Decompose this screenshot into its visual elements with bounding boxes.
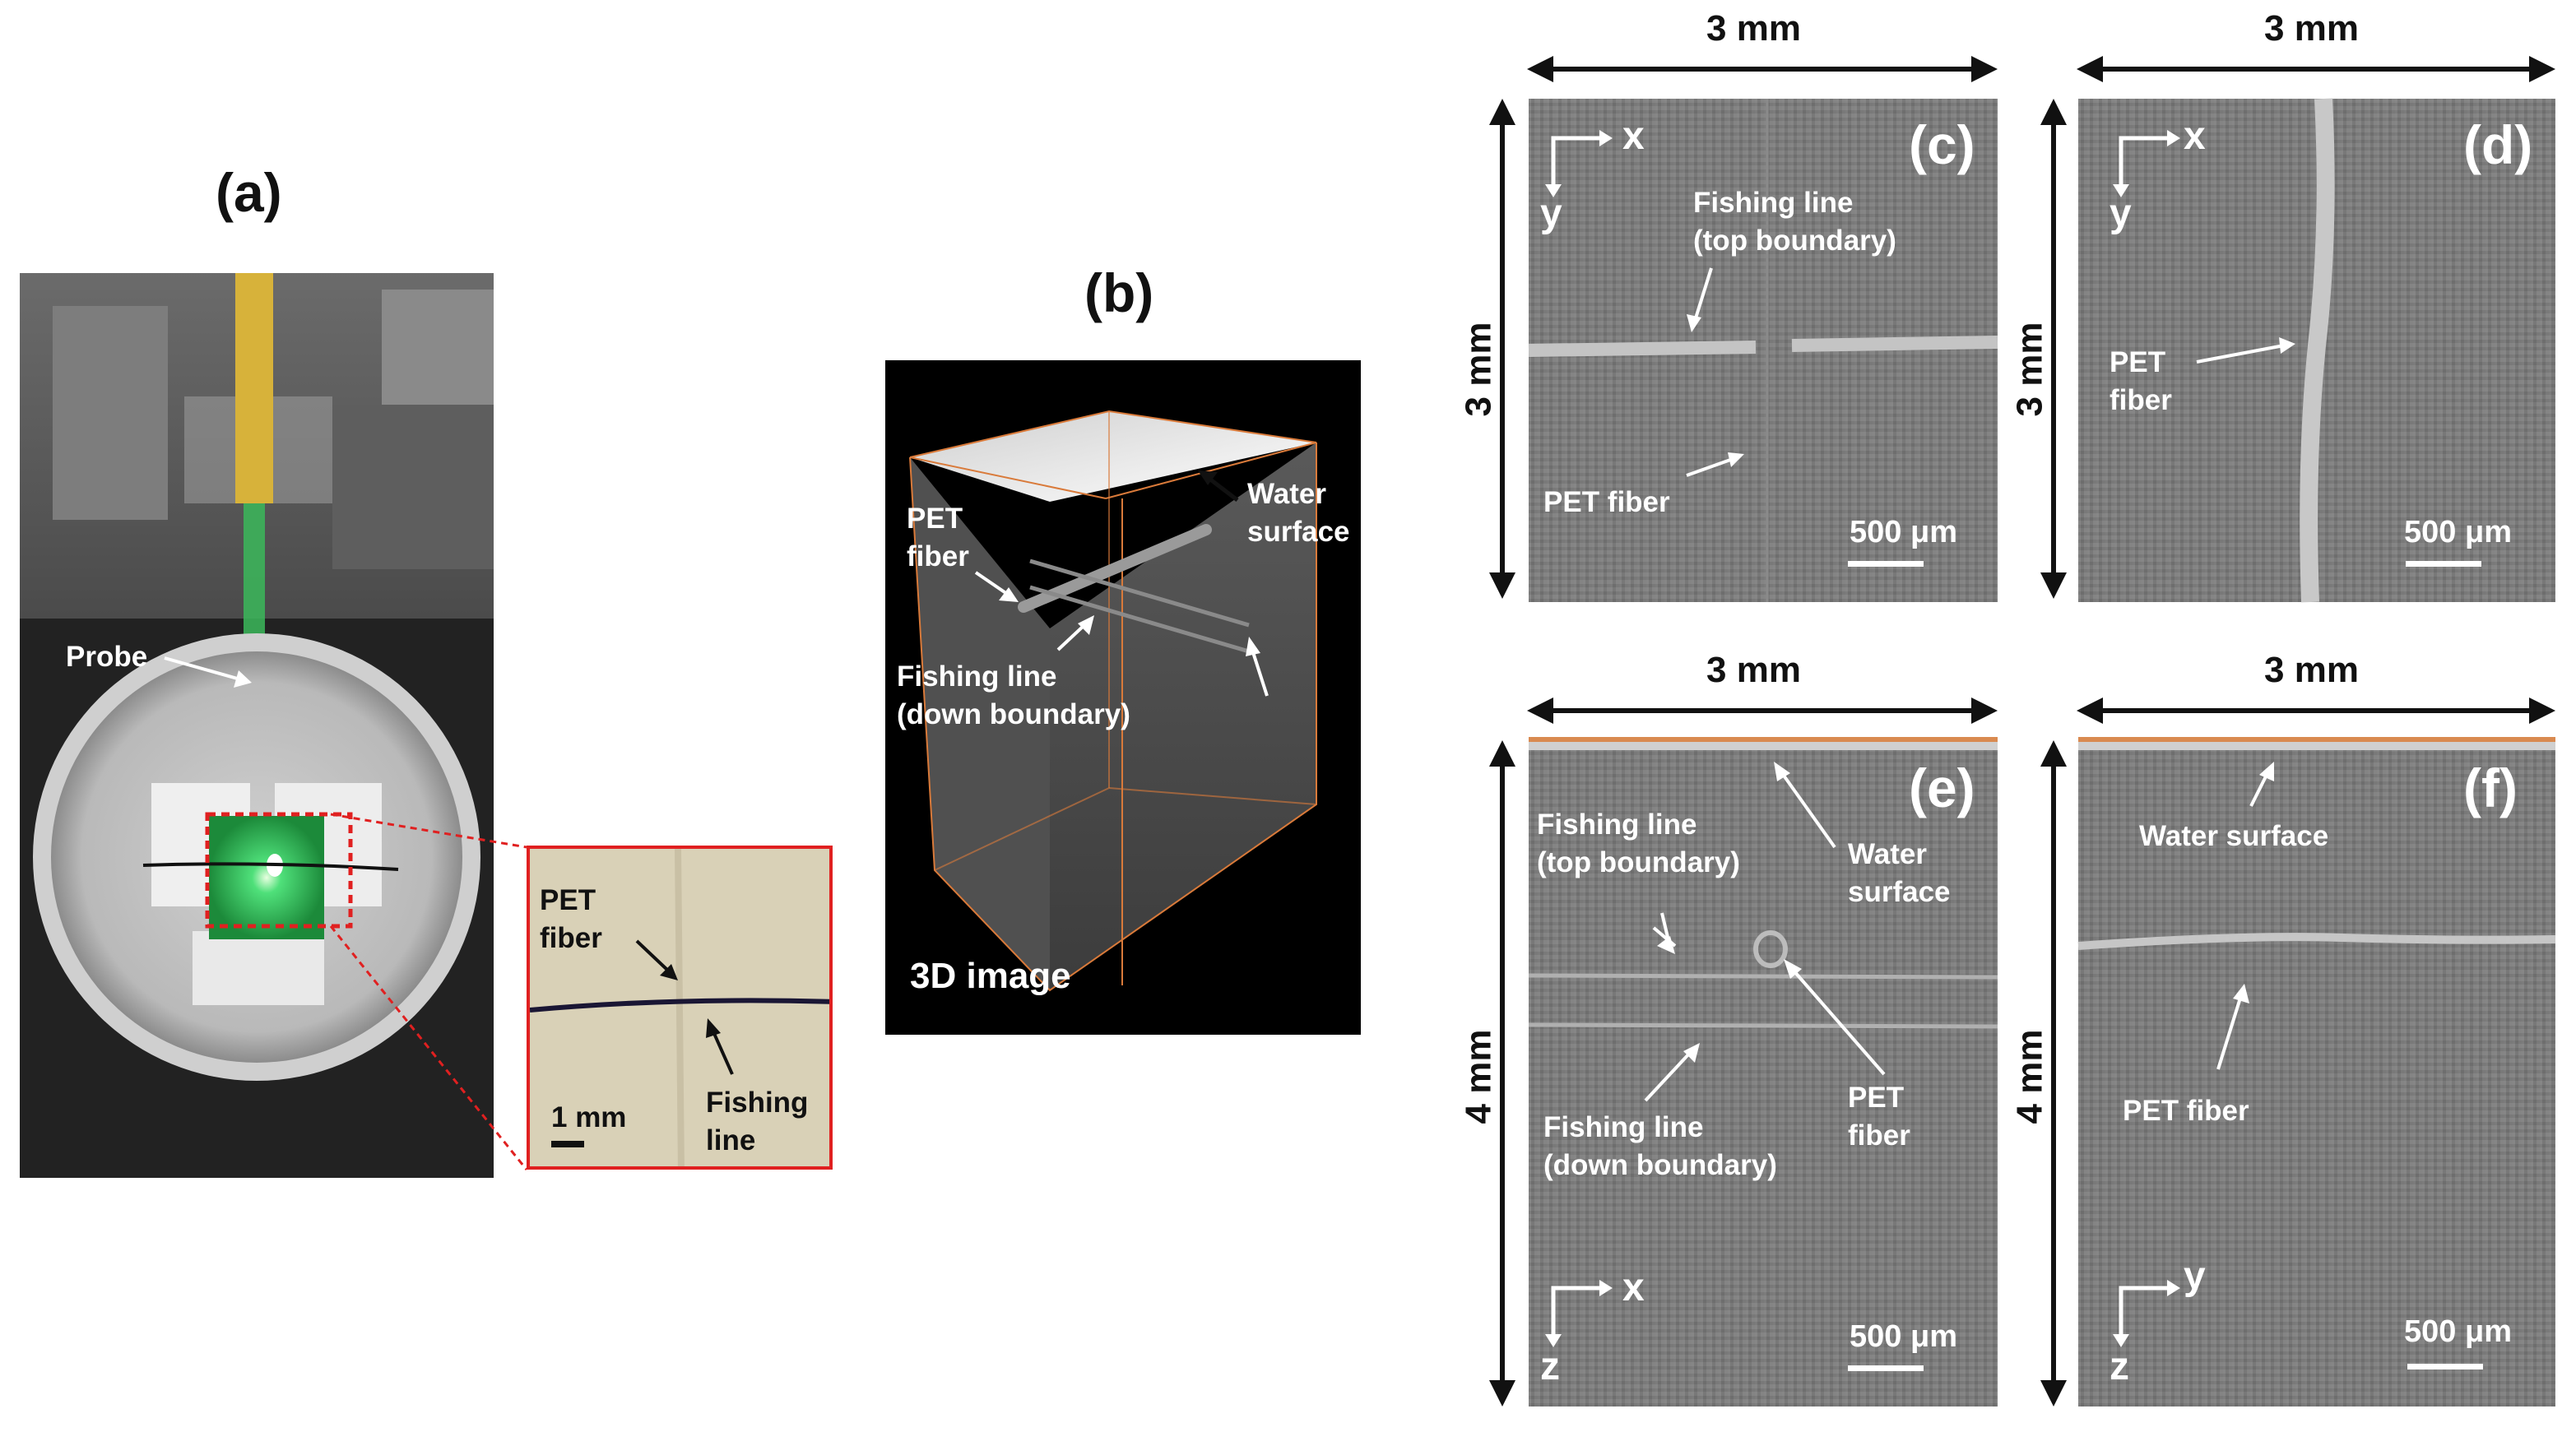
e-axis-h: x [1622, 1266, 1645, 1309]
photo-setup-drawing [20, 273, 494, 1178]
e-width-dim: 3 mm [1706, 650, 1801, 690]
c-panel-label: (c) [1909, 114, 1975, 175]
b-image-label: 3D image [910, 956, 1071, 996]
c-fiber-label: PET fiber [1543, 486, 1670, 518]
c-axis-v: y [1540, 192, 1562, 235]
d-fiber-label: PET fiber [2110, 346, 2172, 416]
f-scale-label: 500 μm [2404, 1314, 2512, 1349]
oct-e-drawing [1528, 737, 1998, 1371]
inset-line-label: Fishing line [706, 1087, 809, 1156]
inset-fiber-label: PET fiber [540, 884, 602, 954]
oct-panel-e [1528, 737, 1998, 1407]
c-width-dim: 3 mm [1706, 8, 1801, 49]
b-fiber-label: PET fiber [907, 503, 969, 572]
volume-render [885, 360, 1361, 1035]
d-width-dim: 3 mm [2264, 8, 2359, 49]
d-axis-h: x [2184, 114, 2206, 158]
e-top-label: Fishing line (top boundary) [1537, 809, 1740, 878]
oct-panel-f [2077, 737, 2556, 1407]
oct-f-drawing [2077, 737, 2556, 1369]
b-water-label: Water surface [1247, 478, 1350, 548]
d-axis-v: y [2110, 192, 2132, 235]
oct-c-drawing [1528, 99, 1998, 602]
f-width-dim: 3 mm [2264, 650, 2359, 690]
e-down-label: Fishing line (down boundary) [1543, 1111, 1777, 1181]
inset-drawing [530, 849, 829, 1166]
e-fiber-label: PET fiber [1848, 1082, 1910, 1152]
inset-scale-label: 1 mm [551, 1101, 627, 1133]
c-scale-label: 500 μm [1850, 515, 1957, 549]
f-fiber-label: PET fiber [2123, 1095, 2249, 1127]
e-scale-label: 500 μm [1850, 1319, 1957, 1354]
f-panel-label: (f) [2463, 758, 2518, 818]
inset-photo [527, 846, 833, 1170]
f-axis-h: y [2184, 1254, 2206, 1298]
c-line-label: Fishing line (top boundary) [1693, 187, 1896, 257]
f-axis-v: z [2110, 1345, 2129, 1388]
oct-panel-c [1528, 99, 1998, 602]
photo-setup [20, 273, 494, 1178]
panel-a-label: (a) [216, 162, 282, 223]
c-axis-h: x [1622, 114, 1645, 158]
d-scale-label: 500 μm [2404, 515, 2512, 549]
probe-label: Probe [66, 641, 148, 673]
d-panel-label: (d) [2463, 114, 2533, 175]
e-panel-label: (e) [1909, 758, 1975, 818]
oct-d-drawing [2300, 98, 2481, 603]
b-line-label: Fishing line (down boundary) [897, 660, 1130, 730]
panel-b-label: (b) [1084, 262, 1154, 323]
f-water-label: Water surface [2139, 820, 2329, 852]
volume-drawing [909, 410, 1317, 992]
oct-panel-d [2078, 98, 2555, 603]
e-water-label: Water surface [1848, 838, 1951, 908]
e-axis-v: z [1540, 1345, 1560, 1388]
